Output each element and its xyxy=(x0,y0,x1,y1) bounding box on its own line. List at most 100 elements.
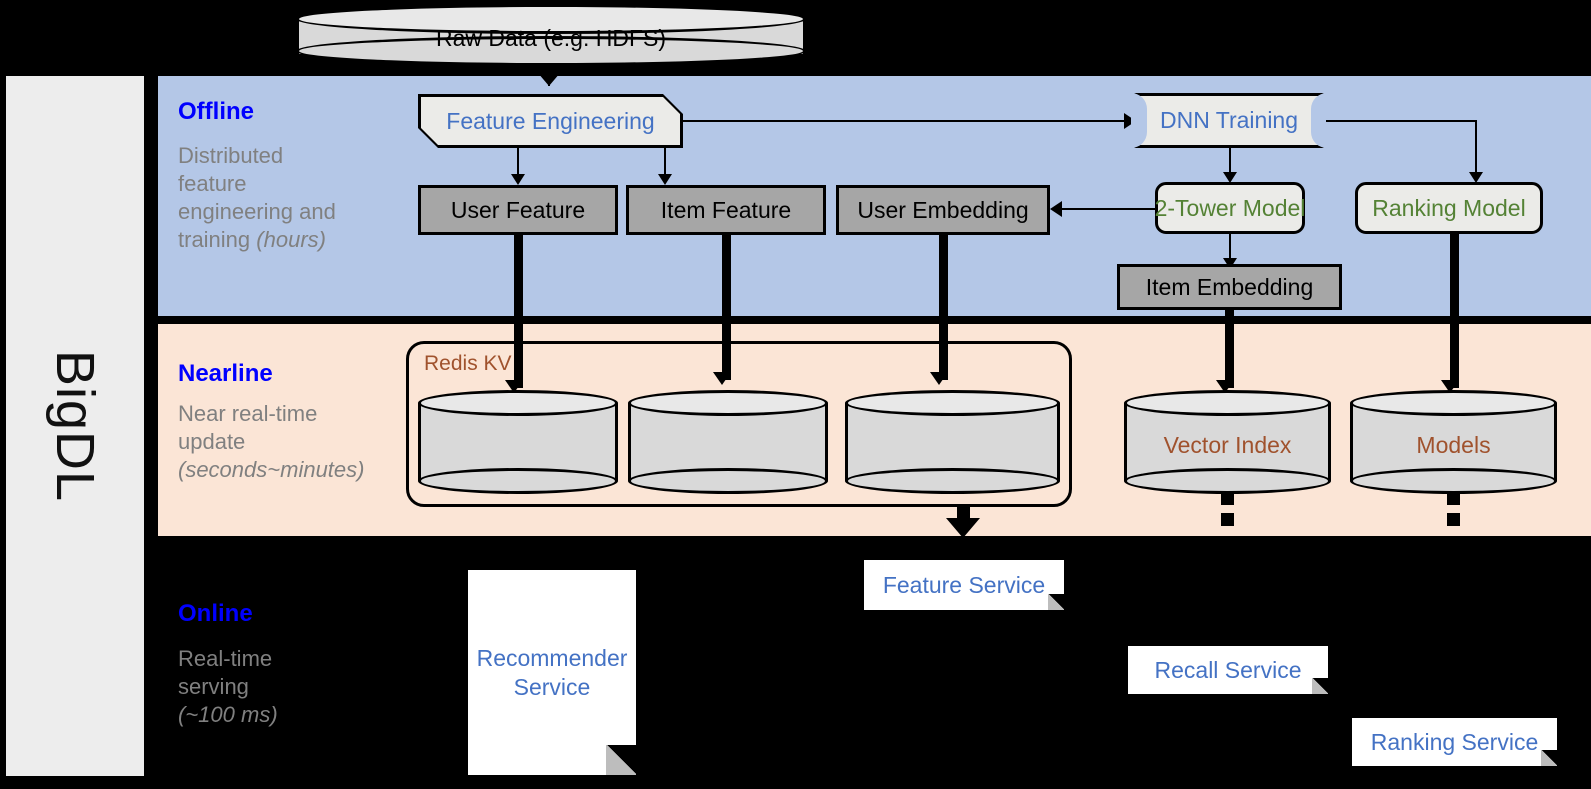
offline-sub-line-2: feature xyxy=(178,171,247,197)
online-sub-line-2: serving xyxy=(178,674,249,700)
recommender-service-label: Recommender Service xyxy=(476,645,628,700)
redis-cylinder-1 xyxy=(418,390,618,494)
arrowhead-pipe-userembedding xyxy=(930,372,948,385)
stub-vectorindex-b xyxy=(1221,513,1234,526)
notch-left xyxy=(1131,93,1147,148)
ranking-service-node[interactable]: Ranking Service xyxy=(1352,718,1557,766)
cylinder-top xyxy=(1350,390,1557,416)
offline-sub-line-1: Distributed xyxy=(178,143,284,168)
raw-data-cylinder: Raw Data (e.g. HDFS) xyxy=(296,4,806,66)
band-title-nearline: Nearline xyxy=(178,360,273,387)
redis-cylinder-3 xyxy=(845,390,1060,494)
pipe-userembedding xyxy=(939,235,948,380)
cylinder-top xyxy=(845,390,1060,416)
edge-twotower-itemembedding xyxy=(1229,234,1231,260)
item-feature-label: Item Feature xyxy=(660,196,792,223)
note-page xyxy=(864,560,1064,610)
user-embedding-node[interactable]: User Embedding xyxy=(836,185,1050,235)
arrowhead-dnn-ranking xyxy=(1469,172,1483,183)
edge-fe-dnn xyxy=(683,120,1126,122)
cylinder-top xyxy=(1124,390,1331,416)
cylinder-bottom xyxy=(1350,468,1557,494)
item-embedding-node[interactable]: Item Embedding xyxy=(1117,264,1342,310)
user-feature-node[interactable]: User Feature xyxy=(418,185,618,235)
item-feature-node[interactable]: Item Feature xyxy=(626,185,826,235)
models-cylinder[interactable]: Models xyxy=(1350,390,1557,494)
note-fold-corner xyxy=(1048,594,1064,610)
edge-dnn-ranking-v xyxy=(1475,120,1477,175)
ranking-service-label: Ranking Service xyxy=(1370,728,1539,755)
note-page xyxy=(468,570,636,775)
edge-dnn-twotower xyxy=(1229,148,1231,174)
note-page xyxy=(1128,646,1328,694)
online-sub-line-1: Real-time xyxy=(178,646,273,671)
feature-service-label: Feature Service xyxy=(882,571,1046,598)
dnn-training-node[interactable]: DNN Training xyxy=(1131,93,1327,148)
online-sub-line-3: (~100 ms) xyxy=(178,702,278,728)
sidebar-label: BigDL xyxy=(45,349,105,503)
note-page xyxy=(1352,718,1557,766)
feature-service-node[interactable]: Feature Service xyxy=(864,560,1064,610)
arrowhead-dnn-twotower xyxy=(1223,172,1237,183)
redis-cylinder-2 xyxy=(628,390,828,494)
stub-vectorindex-a xyxy=(1221,492,1234,505)
edge-fe-userfeature xyxy=(517,148,519,176)
arrowhead-rawdata-fe xyxy=(532,66,566,86)
cylinder-top xyxy=(628,390,828,416)
cylinder-bottom xyxy=(628,468,828,494)
cylinder-top xyxy=(296,4,806,34)
cylinder-bottom xyxy=(296,36,806,66)
cylinder-bottom xyxy=(418,468,618,494)
note-fold-corner xyxy=(1541,750,1557,766)
vector-index-cylinder[interactable]: Vector Index xyxy=(1124,390,1331,494)
models-label: Models xyxy=(1416,432,1491,458)
recall-service-node[interactable]: Recall Service xyxy=(1128,646,1328,694)
pipe-rankingmodel xyxy=(1450,234,1459,388)
redis-kv-group xyxy=(406,341,1072,507)
two-tower-model-label: 2-Tower Model xyxy=(1154,194,1306,221)
nearline-sub-line-2: update xyxy=(178,429,246,455)
feature-engineering-node[interactable]: Feature Engineering xyxy=(418,94,683,148)
stub-models-b xyxy=(1447,513,1460,526)
band-subtitle-nearline: Near real-time update (seconds~minutes) xyxy=(178,400,378,484)
arrowhead-fe-userfeature xyxy=(511,174,525,185)
ranking-model-label: Ranking Model xyxy=(1372,194,1526,221)
arrowhead-redis-featureservice xyxy=(946,518,980,538)
recommender-service-node[interactable]: Recommender Service xyxy=(468,570,636,775)
note-fold-corner xyxy=(1312,678,1328,694)
nearline-sub-line-3: (seconds~minutes) xyxy=(178,457,365,483)
band-subtitle-online: Real-time serving (~100 ms) xyxy=(178,645,378,729)
arrowhead-twotower-userembedding xyxy=(1050,201,1062,217)
raw-data-label: Raw Data (e.g. HDFS) xyxy=(435,25,667,51)
offline-sub-line-4: training (hours) xyxy=(178,226,378,254)
recall-service-label: Recall Service xyxy=(1154,656,1302,683)
stub-models-a xyxy=(1447,492,1460,505)
pipe-itemfeature xyxy=(722,235,731,380)
offline-sub-line-4-a: training xyxy=(178,227,257,253)
edge-twotower-userembedding xyxy=(1060,208,1160,210)
offline-sub-line-3: engineering and xyxy=(178,199,336,225)
dnn-training-label: DNN Training xyxy=(1135,96,1323,145)
note-fold-corner xyxy=(606,745,636,775)
ranking-model-node[interactable]: Ranking Model xyxy=(1355,182,1543,234)
edge-fe-itemfeature xyxy=(664,148,666,176)
band-title-online: Online xyxy=(178,600,253,627)
cylinder-bottom xyxy=(1124,468,1331,494)
cylinder-top xyxy=(418,390,618,416)
user-feature-label: User Feature xyxy=(450,196,586,223)
two-tower-model-node[interactable]: 2-Tower Model xyxy=(1155,182,1305,234)
band-subtitle-offline: Distributed feature engineering and trai… xyxy=(178,142,378,255)
sidebar-bigdl: BigDL xyxy=(6,76,144,776)
item-embedding-label: Item Embedding xyxy=(1145,273,1314,300)
edge-dnn-ranking-h xyxy=(1326,120,1477,122)
nearline-sub-line-1: Near real-time xyxy=(178,401,318,426)
band-title-offline: Offline xyxy=(178,98,254,125)
notch-right xyxy=(1311,93,1327,148)
stub-redis-featureservice xyxy=(957,506,970,519)
offline-sub-line-4-b: (hours) xyxy=(256,227,326,253)
vector-index-label: Vector Index xyxy=(1163,432,1292,458)
cylinder-bottom xyxy=(845,468,1060,494)
arrowhead-pipe-itemfeature xyxy=(713,372,731,385)
user-embedding-label: User Embedding xyxy=(857,196,1029,223)
